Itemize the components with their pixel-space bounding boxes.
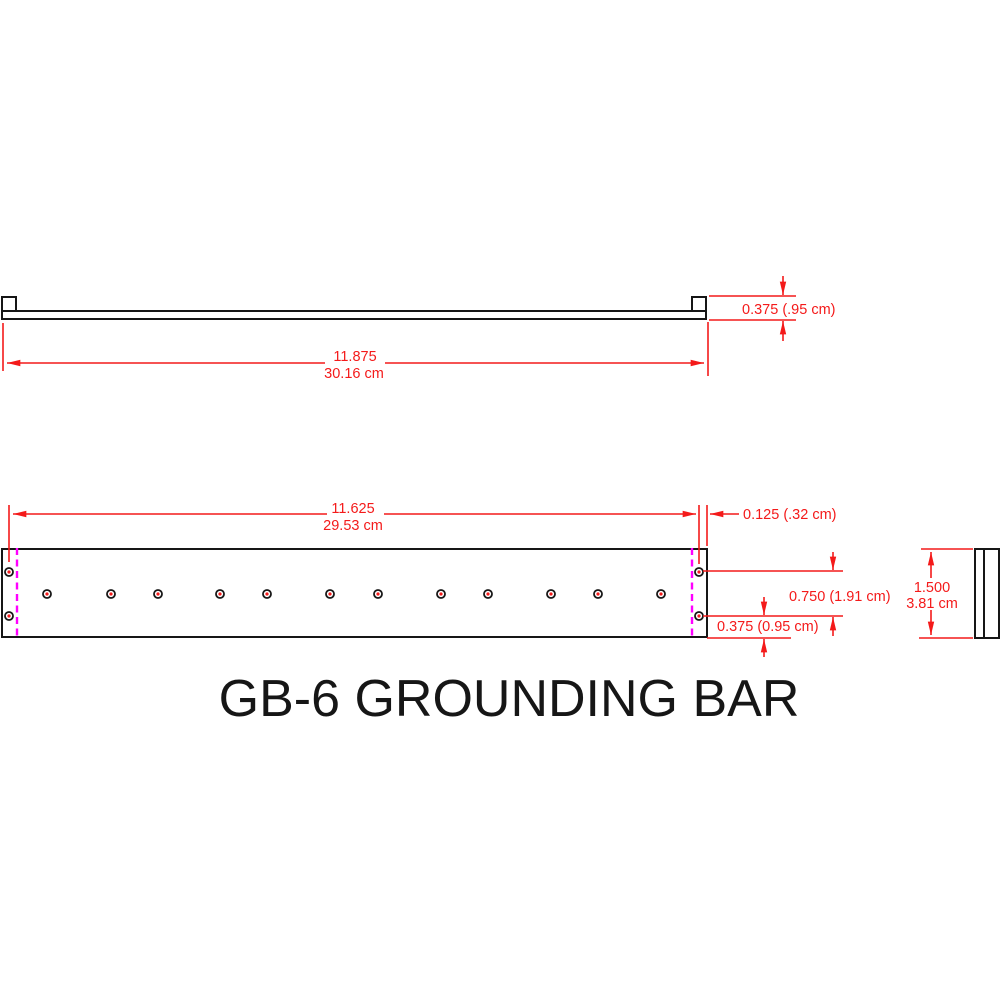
side-view-left-tab xyxy=(1,296,17,312)
hole-center-mark xyxy=(596,592,600,596)
dim-bottom-offset-label: 0.375 (0.95 cm) xyxy=(717,619,819,635)
dim-height-inches: 1.500 xyxy=(914,580,950,596)
hole-center-mark xyxy=(45,592,49,596)
hole-center-mark xyxy=(328,592,332,596)
hole-center-mark xyxy=(265,592,269,596)
hole-center-mark xyxy=(697,570,701,574)
dim-overall-length: 11.875 30.16 cm xyxy=(2,322,709,382)
dim-hole-span: 11.625 29.53 cm xyxy=(8,501,697,562)
end-view-outline xyxy=(974,548,1000,639)
hole-center-mark xyxy=(7,614,11,618)
hole-center-mark xyxy=(439,592,443,596)
hole-center-mark xyxy=(7,570,11,574)
dim-hole-span-inches: 11.625 xyxy=(331,501,374,517)
side-view-bar-outline xyxy=(1,310,707,320)
hole-center-mark xyxy=(486,592,490,596)
dim-overall-length-inches: 11.875 xyxy=(333,349,376,365)
hole-center-mark xyxy=(659,592,663,596)
dim-overall-length-cm: 30.16 cm xyxy=(324,366,384,382)
hole-center-mark xyxy=(218,592,222,596)
side-view: 11.875 30.16 cm 0.375 (.95 cm) xyxy=(1,276,836,382)
drawing-title: GB-6 GROUNDING BAR xyxy=(218,670,800,728)
hole-center-mark xyxy=(156,592,160,596)
end-view xyxy=(974,548,1000,639)
dim-row-spacing: 0.750 (1.91 cm) xyxy=(703,552,891,636)
dim-height-cm: 3.81 cm xyxy=(906,596,958,612)
side-view-right-tab xyxy=(691,296,707,312)
dim-thickness-label: 0.375 (.95 cm) xyxy=(742,302,836,318)
dim-height: 1.500 3.81 cm xyxy=(906,548,973,639)
dim-row-spacing-label: 0.750 (1.91 cm) xyxy=(789,589,891,605)
front-view-outline xyxy=(1,548,708,638)
hole-center-mark xyxy=(376,592,380,596)
hole-center-mark xyxy=(549,592,553,596)
dim-hole-span-cm: 29.53 cm xyxy=(323,518,383,534)
dim-end-offset: 0.125 (.32 cm) xyxy=(698,505,837,564)
dim-bottom-offset: 0.375 (0.95 cm) xyxy=(707,597,819,657)
dim-thickness: 0.375 (.95 cm) xyxy=(709,276,836,341)
dim-end-offset-label: 0.125 (.32 cm) xyxy=(743,507,837,523)
front-view: 11.625 29.53 cm 0.125 (.32 cm) 0.750 (1.… xyxy=(1,501,973,657)
hole-center-mark xyxy=(109,592,113,596)
holes-group xyxy=(4,567,704,621)
hole-center-mark xyxy=(697,614,701,618)
